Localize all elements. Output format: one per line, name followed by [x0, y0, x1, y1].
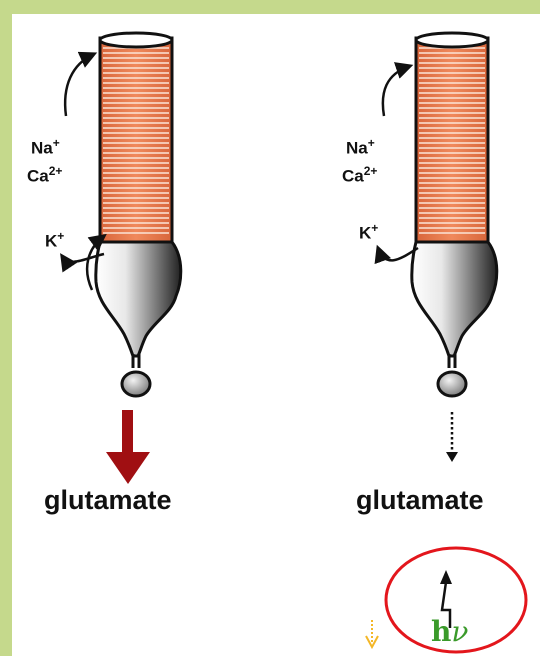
photon-label: hν [431, 615, 469, 648]
right-axon [447, 354, 457, 368]
right-segment-top [414, 31, 490, 49]
lightning-icon [440, 581, 452, 628]
lightning-tip [440, 570, 452, 584]
light-stimulus-circle [384, 546, 528, 654]
right-disc-stack [419, 47, 485, 234]
right-na-label: Na+ [346, 136, 375, 158]
left-k-label: K+ [45, 229, 65, 251]
left-ca-label: Ca2+ [27, 164, 63, 186]
right-glutamate-label: glutamate [356, 485, 484, 515]
left-efflux-arrow-2 [60, 252, 105, 273]
right-ca-label: Ca2+ [342, 164, 378, 186]
dashed-down-arrow-icon [365, 620, 379, 650]
left-na-label: Na+ [31, 136, 60, 158]
left-inner-segment [94, 240, 183, 358]
right-efflux-arrow [374, 244, 419, 265]
right-synaptic-terminal [436, 370, 468, 398]
right-influx-arrow [381, 62, 414, 117]
left-influx-arrow [63, 51, 98, 117]
right-inner-segment [410, 240, 499, 358]
release-arrow-icon[interactable] [106, 410, 150, 484]
left-axon [131, 354, 141, 368]
left-glutamate-label: glutamate [44, 485, 172, 515]
left-segment-top [98, 31, 174, 49]
reduced-release-arrow-icon[interactable] [446, 412, 458, 462]
left-disc-stack [103, 47, 169, 234]
left-synaptic-terminal [120, 370, 152, 398]
right-k-label: K+ [359, 221, 379, 243]
right-photoreceptor [365, 31, 528, 654]
left-photoreceptor [60, 31, 183, 484]
